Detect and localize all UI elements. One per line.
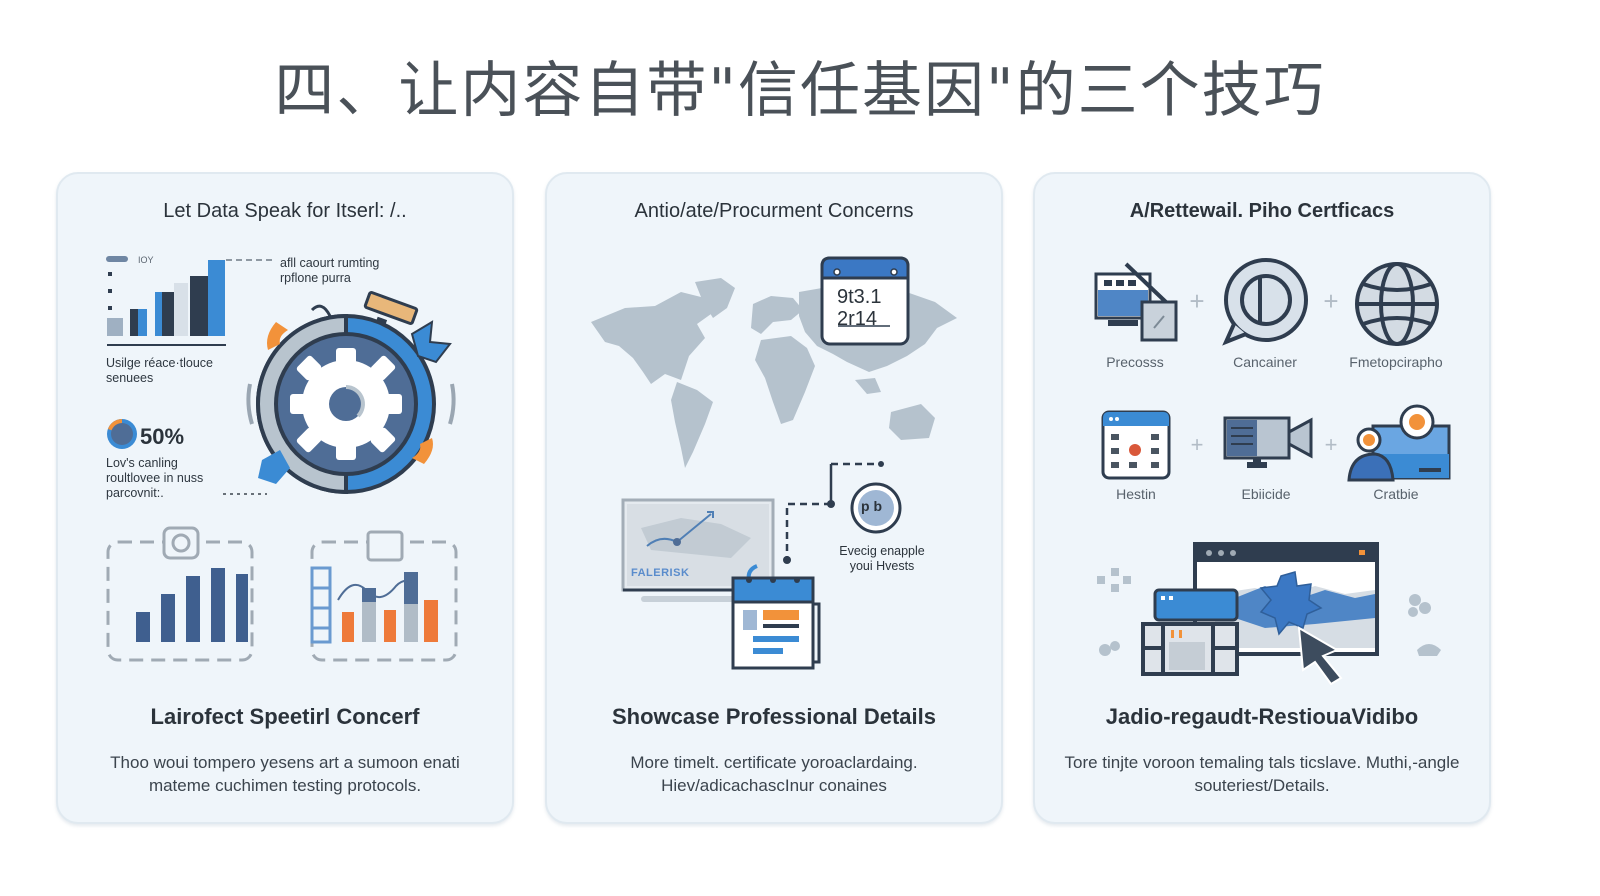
calendar-line-2: 2r14 — [837, 308, 878, 330]
browser-window-icon — [1097, 542, 1441, 676]
people-icon — [1347, 404, 1451, 482]
badge-letter: p b — [861, 498, 882, 514]
dashed-connector — [783, 461, 884, 564]
dashed-bar-chart-icon — [106, 526, 254, 662]
calendar-grid-icon — [1101, 410, 1171, 480]
card-subtitle: Jadio-regaudt-RestiouaVidibo — [1105, 704, 1419, 729]
separator-plus: + — [1189, 286, 1205, 316]
computer-pencil-icon — [1094, 262, 1178, 342]
card-heading: Antio/ate/Procurment Concerns — [634, 200, 914, 222]
card-description: Thoo woui tompero yesens art a sumoon en… — [110, 753, 460, 795]
card-heading: Let Data Speak for Itserl: /.. — [163, 200, 407, 222]
chart-callout: afll caourt rumting rpflone purra — [280, 256, 380, 285]
document-calendar-icon — [731, 564, 821, 670]
stat-caption: Lov's canling roultlovee in nuss parcovn… — [106, 456, 204, 500]
card-procurement: Antio/ate/Procurment Concerns 9t3.1 2r14 — [545, 172, 1003, 824]
icon-label: Hestin — [1116, 486, 1156, 502]
page-title: 四、让内容自带"信任基因"的三个技巧 — [274, 56, 1326, 126]
video-camera-icon — [1223, 416, 1313, 468]
separator-plus: + — [1324, 432, 1338, 457]
globe-icon — [1355, 262, 1439, 346]
card-certificates: A/Rettewail. Piho Certficacs Precosss + … — [1033, 172, 1491, 824]
monitor-label: FALERISK — [631, 567, 690, 579]
card-subtitle: Lairofect Speetirl Concerf — [150, 704, 420, 729]
dotted-connector — [223, 493, 267, 495]
card-heading: A/Rettewail. Piho Certficacs — [1129, 200, 1395, 222]
icon-label: Cancainer — [1233, 354, 1297, 370]
bar-chart-icon — [106, 256, 276, 346]
badge-caption: Evecig enapple youi Hvests — [839, 544, 925, 573]
card-description: More timelt. certificate yoroaclardaing.… — [630, 753, 918, 795]
stat-value: 50% — [140, 424, 185, 449]
calendar-icon — [820, 256, 910, 346]
dashed-mixed-chart-icon — [310, 530, 458, 662]
card-description: Tore tinjte voroon temaling tals ticslav… — [1064, 753, 1460, 795]
icon-label: Cratbie — [1373, 486, 1419, 502]
icon-label: Fmetopcirapho — [1349, 354, 1443, 370]
separator-plus: + — [1190, 432, 1204, 457]
icon-label: Precosss — [1106, 354, 1164, 370]
cursor-icon — [1297, 626, 1343, 686]
separator-plus: + — [1323, 286, 1339, 316]
card-subtitle: Showcase Professional Details — [611, 704, 937, 729]
speech-bubble-icon — [1222, 258, 1308, 346]
icon-label: Ebiicide — [1241, 486, 1291, 502]
chart-caption: Usilge réace·tlouce senuees — [106, 356, 213, 385]
donut-stat-icon — [107, 419, 137, 449]
calendar-line-1: 9t3.1 — [837, 286, 882, 308]
decorative-shapes — [1097, 568, 1441, 656]
gear-stopwatch-icon — [246, 290, 456, 495]
chart-legend-label: IOY — [138, 255, 154, 265]
card-data-speak: Let Data Speak for Itserl: /.. IOY afll … — [56, 172, 514, 824]
badge-icon — [850, 482, 902, 534]
